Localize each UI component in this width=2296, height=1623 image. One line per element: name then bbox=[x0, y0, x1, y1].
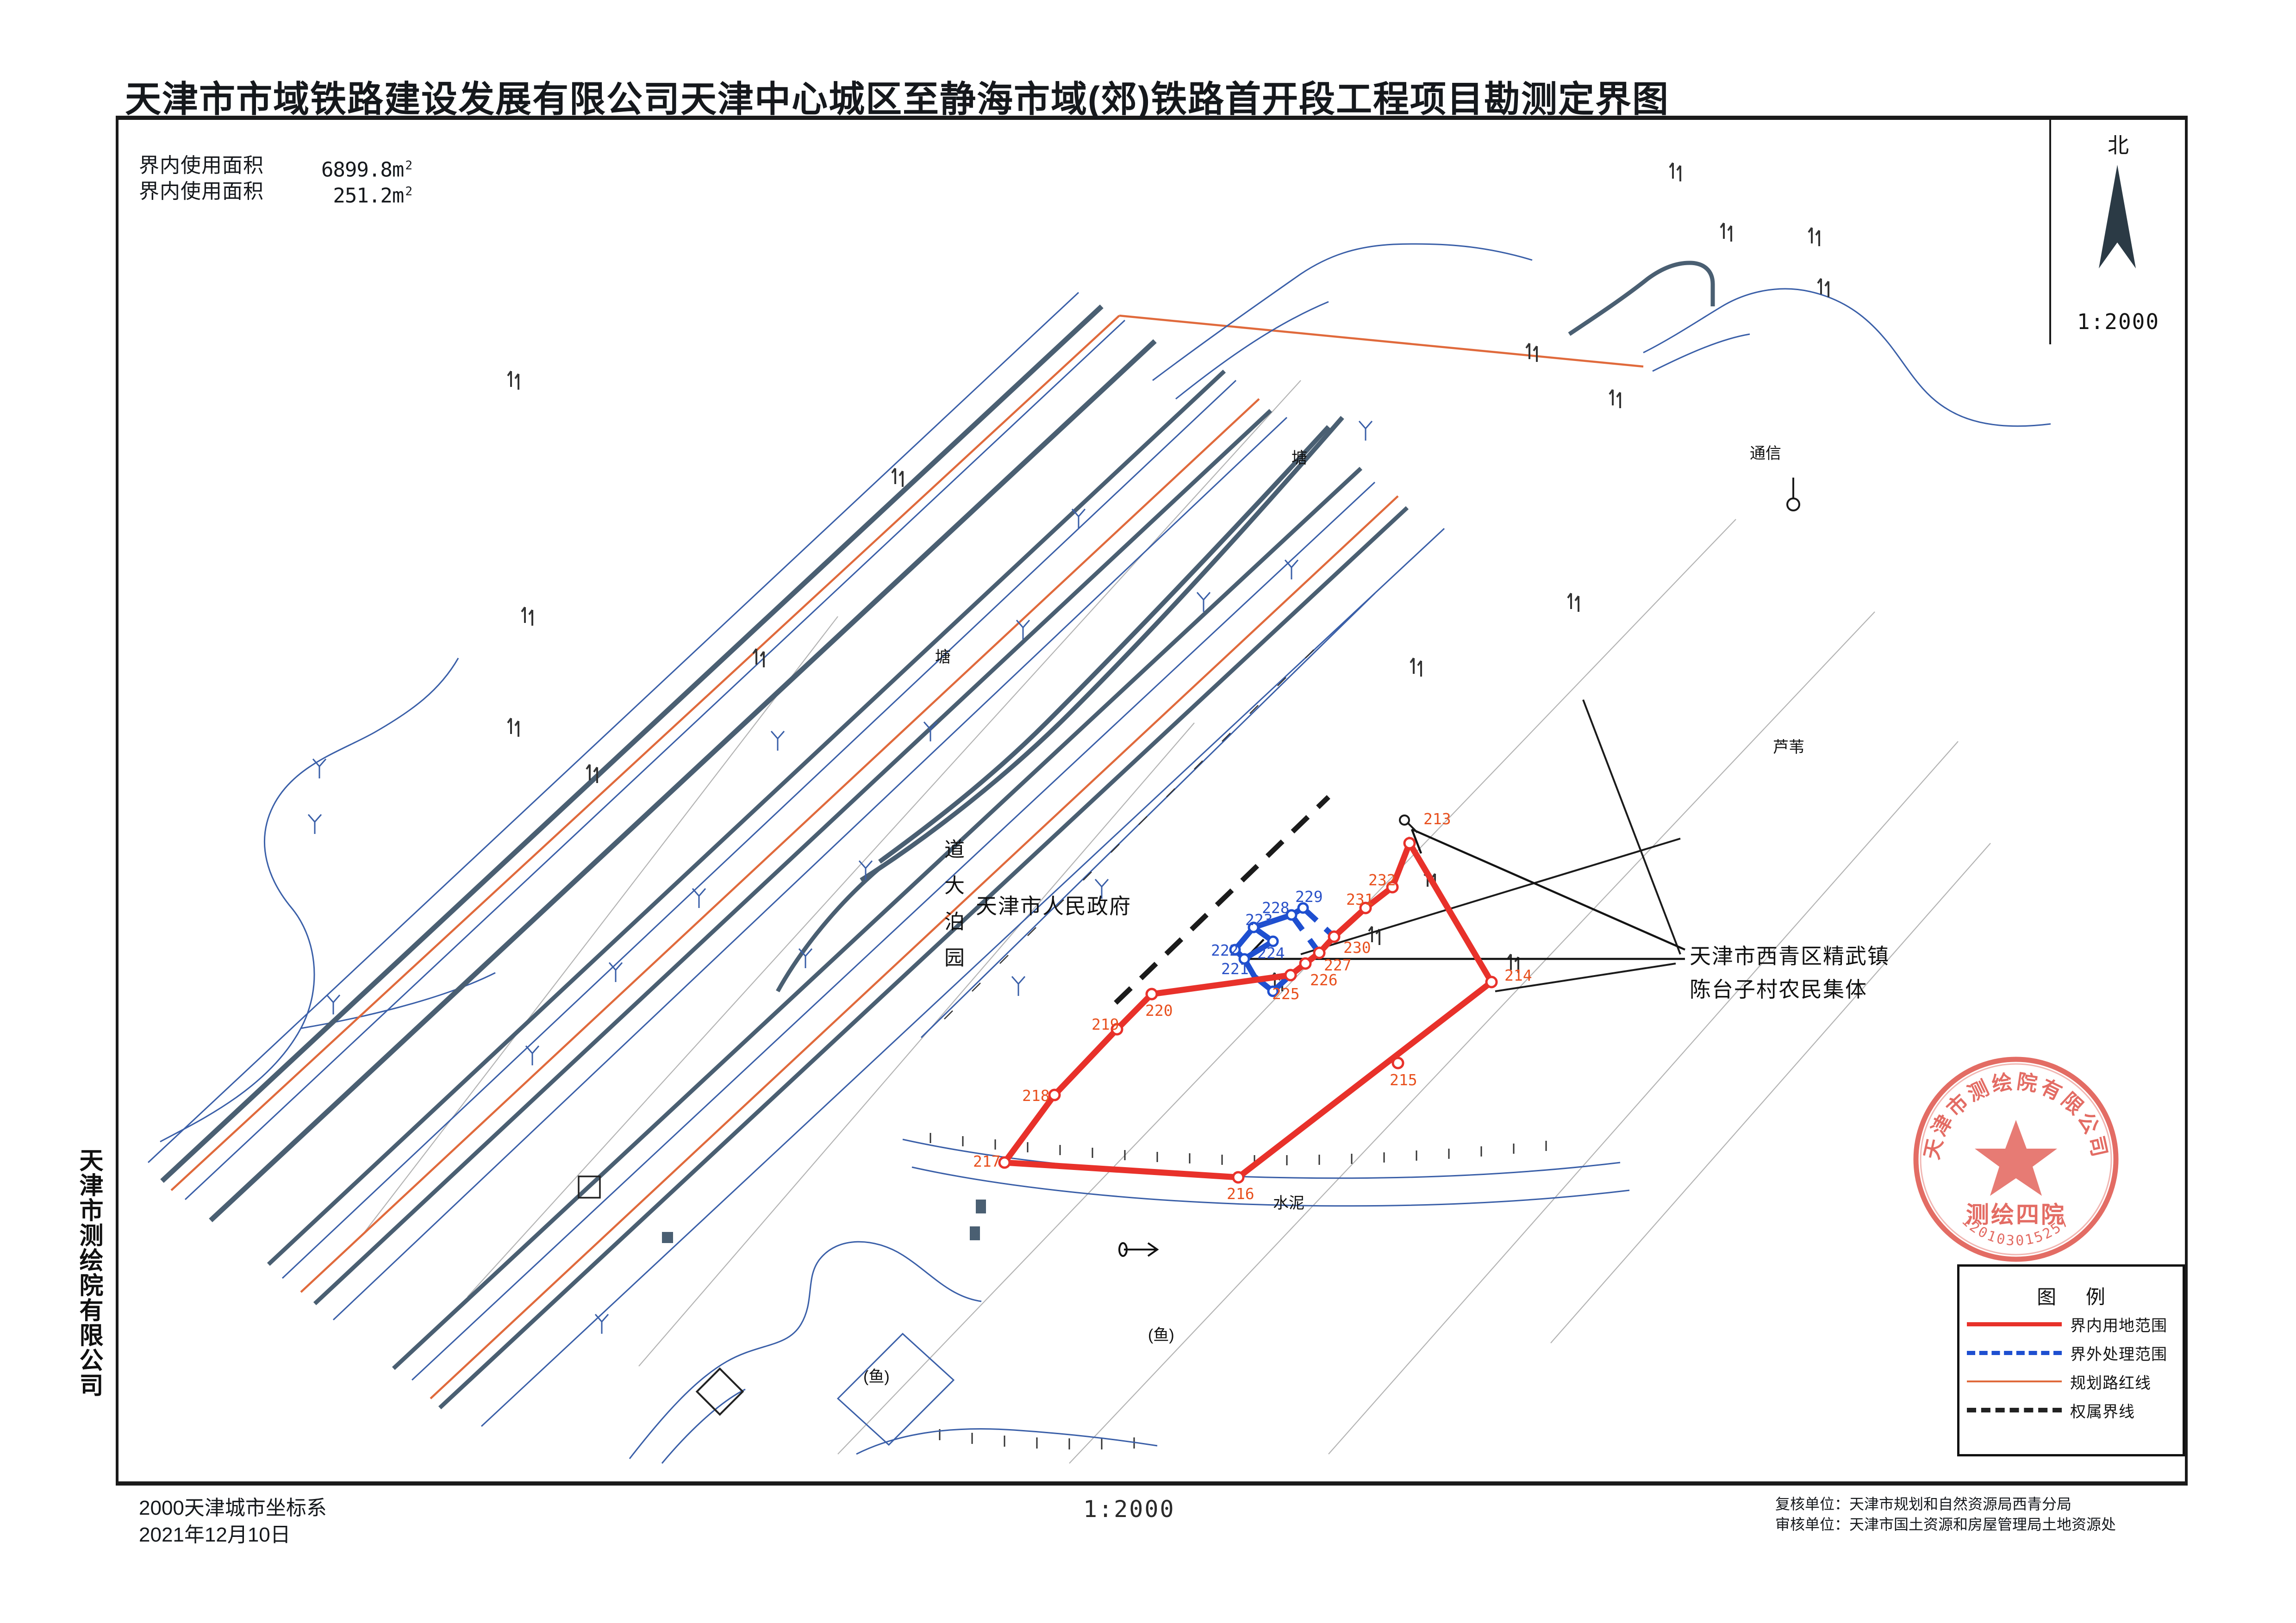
page-border-right bbox=[2185, 116, 2188, 1486]
footer-right-block: 复核单位：天津市规划和自然资源局西青分局 审核单位：天津市国土资源和房屋管理局土… bbox=[1775, 1494, 2116, 1535]
legend-item-ownership-line: 权属界线 bbox=[1959, 1396, 2183, 1424]
boundary-point-label-230: 230 bbox=[1343, 939, 1371, 957]
map-label-owner-village-line1: 天津市西青区精武镇 bbox=[1690, 944, 1890, 968]
legend-title: 图 例 bbox=[2037, 1286, 2117, 1308]
boundary-point-label-226: 226 bbox=[1310, 971, 1338, 989]
boundary-point-label-232: 232 bbox=[1368, 871, 1396, 889]
boundary-point-label-218: 218 bbox=[1022, 1087, 1050, 1105]
north-label: 北 bbox=[2108, 133, 2129, 157]
map-vector-layer bbox=[147, 162, 2051, 1464]
legend-label: 界内用地范围 bbox=[2070, 1317, 2167, 1335]
map-label-owner-government: 天津市人民政府 bbox=[976, 894, 1131, 918]
survey-date-label: 2021年12月10日 bbox=[139, 1524, 291, 1546]
map-label-fish-pond-2: (鱼) bbox=[863, 1368, 890, 1386]
footer-scale-label: 1:2000 bbox=[1083, 1496, 1175, 1523]
boundary-point-label-221: 221 bbox=[1221, 960, 1249, 978]
legend-item-outer-treatment: 界外处理范围 bbox=[1959, 1338, 2183, 1367]
boundary-point-label-214: 214 bbox=[1504, 966, 1532, 984]
audit-unit-label: 审核单位：天津市国土资源和房屋管理局土地资源处 bbox=[1775, 1516, 2116, 1533]
legend-label: 规划路红线 bbox=[2070, 1374, 2151, 1392]
map-label-pond-1: 塘 bbox=[1292, 449, 1307, 467]
coordinate-system-label: 2000天津城市坐标系 bbox=[139, 1497, 327, 1519]
legend-sample-dashed-blue bbox=[1967, 1350, 2062, 1355]
boundary-point-label-225: 225 bbox=[1272, 985, 1300, 1003]
legend-box: 图 例 界内用地范围 界外处理范围 规划路红线 权属界线 bbox=[1957, 1264, 2185, 1456]
map-label-cement: 水泥 bbox=[1273, 1194, 1304, 1212]
boundary-point-label-219: 219 bbox=[1092, 1015, 1119, 1033]
north-arrow-icon bbox=[2090, 161, 2145, 274]
boundary-point-label-228: 228 bbox=[1262, 899, 1290, 917]
legend-item-planning-redline: 规划路红线 bbox=[1959, 1367, 2183, 1396]
map-label-pond-2: 塘 bbox=[935, 648, 951, 666]
map-label-road-name: 道大泊园 bbox=[941, 839, 964, 983]
boundary-point-label-229: 229 bbox=[1295, 888, 1323, 906]
legend-label: 界外处理范围 bbox=[2070, 1345, 2167, 1363]
review-unit-label: 复核单位：天津市规划和自然资源局西青分局 bbox=[1775, 1496, 2072, 1512]
page-border-left bbox=[116, 116, 119, 1486]
legend-sample-solid-red bbox=[1967, 1322, 2062, 1326]
map-label-fish-pond-1: (鱼) bbox=[1148, 1326, 1174, 1344]
boundary-point-label-222: 222 bbox=[1211, 941, 1239, 959]
north-arrow-box: 北 1:2000 bbox=[2049, 118, 2184, 344]
area-label: 界内使用面积 bbox=[139, 180, 264, 203]
boundary-point-label-216: 216 bbox=[1227, 1185, 1254, 1203]
boundary-point-label-220: 220 bbox=[1145, 1001, 1173, 1020]
page-border bbox=[116, 116, 2185, 1486]
surveying-company-vertical-label: 天津市测绘院有限公司 bbox=[75, 1148, 102, 1398]
legend-sample-dashed-black bbox=[1967, 1408, 2062, 1412]
boundary-point-label-223: 223 bbox=[1245, 911, 1273, 929]
legend-item-inner-land: 界内用地范围 bbox=[1959, 1310, 2183, 1338]
official-seal-stamp: 天津市测绘院有限公司 测绘四院 120103015257 bbox=[1907, 1051, 2125, 1268]
scale-label: 1:2000 bbox=[2077, 309, 2160, 334]
legend-sample-solid-orange bbox=[1967, 1380, 2062, 1382]
boundary-point-label-213: 213 bbox=[1423, 810, 1451, 828]
boundary-point-label-217: 217 bbox=[973, 1152, 1001, 1170]
boundary-point-label-224: 224 bbox=[1257, 944, 1285, 962]
boundary-point-label-231: 231 bbox=[1346, 890, 1374, 908]
area-label: 界内使用面积 bbox=[139, 154, 264, 177]
map-label-communication: 通信 bbox=[1750, 445, 1781, 462]
footer-left-block: 2000天津城市坐标系 2021年12月10日 bbox=[139, 1495, 327, 1548]
map-label-owner-village-line2: 陈台子村农民集体 bbox=[1690, 977, 1867, 1001]
survey-map-canvas[interactable]: 塘 塘 通信 芦苇 道大泊园 天津市人民政府 天津市西青区精武镇 陈台子村农民集… bbox=[116, 121, 2185, 1486]
seal-org-center: 测绘四院 bbox=[1966, 1202, 2066, 1228]
map-label-reed: 芦苇 bbox=[1773, 739, 1804, 756]
boundary-point-label-215: 215 bbox=[1390, 1071, 1417, 1089]
page-title: 天津市市域铁路建设发展有限公司天津中心城区至静海市域(郊)铁路首开段工程项目勘测… bbox=[125, 79, 1669, 119]
legend-label: 权属界线 bbox=[2070, 1403, 2135, 1421]
boundary-point-label-227: 227 bbox=[1324, 956, 1352, 974]
